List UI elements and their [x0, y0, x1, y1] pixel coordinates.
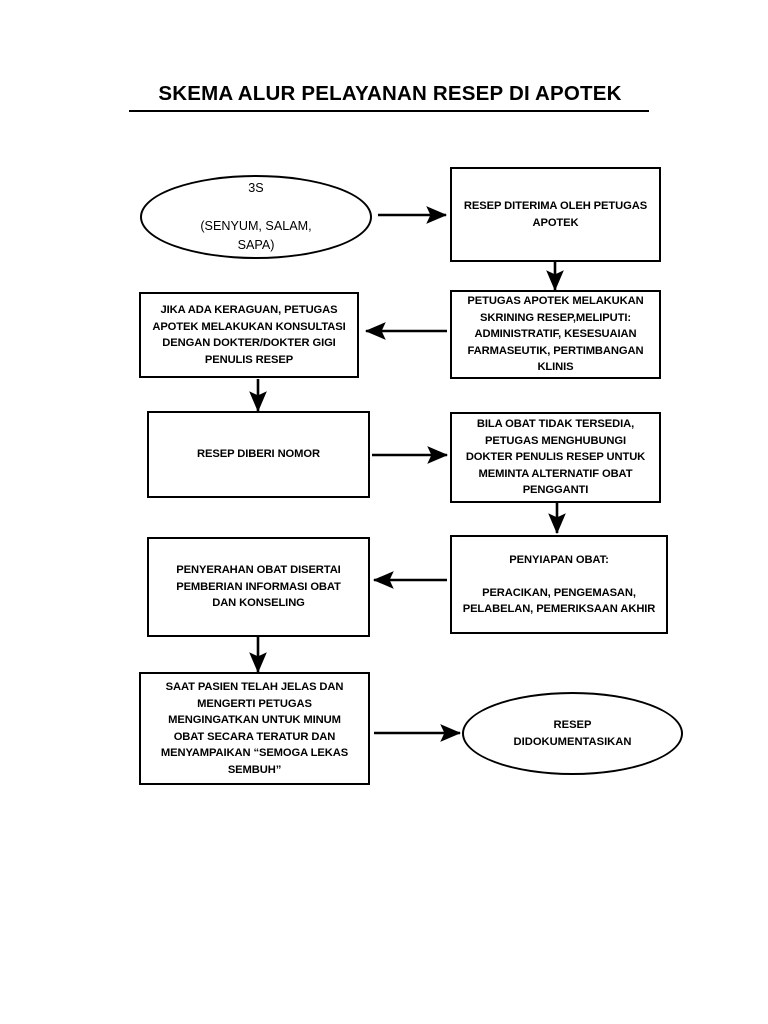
node-label: 3S (SENYUM, SALAM, SAPA): [200, 181, 312, 252]
node-label: SAAT PASIEN TELAH JELAS DAN MENGERTI PET…: [160, 681, 349, 776]
node-label: PETUGAS APOTEK MELAKUKAN SKRINING RESEP,…: [467, 295, 644, 374]
node-drug-unavailable-contact-doctor[interactable]: BILA OBAT TIDAK TERSEDIA, PETUGAS MENGHU…: [450, 412, 661, 503]
node-label: RESEP DIDOKUMENTASIKAN: [513, 718, 632, 748]
node-screening[interactable]: PETUGAS APOTEK MELAKUKAN SKRINING RESEP,…: [450, 290, 661, 379]
node-label: RESEP DIBERI NOMOR: [197, 448, 320, 461]
node-patient-reminder-get-well[interactable]: SAAT PASIEN TELAH JELAS DAN MENGERTI PET…: [139, 672, 370, 785]
node-label: BILA OBAT TIDAK TERSEDIA, PETUGAS MENGHU…: [465, 418, 646, 497]
node-consultation-if-doubt[interactable]: JIKA ADA KERAGUAN, PETUGAS APOTEK MELAKU…: [139, 292, 359, 378]
node-label: PENYIAPAN OBAT: PERACIKAN, PENGEMASAN, P…: [462, 553, 656, 616]
node-greeting-3s[interactable]: 3S (SENYUM, SALAM, SAPA): [140, 175, 372, 259]
page-title: SKEMA ALUR PELAYANAN RESEP DI APOTEK: [158, 82, 622, 105]
node-label: PENYERAHAN OBAT DISERTAI PEMBERIAN INFOR…: [176, 564, 341, 610]
title-underline: [129, 110, 649, 112]
node-drug-preparation[interactable]: PENYIAPAN OBAT: PERACIKAN, PENGEMASAN, P…: [450, 535, 668, 634]
node-label: JIKA ADA KERAGUAN, PETUGAS APOTEK MELAKU…: [152, 304, 346, 366]
node-prescription-received[interactable]: RESEP DITERIMA OLEH PETUGAS APOTEK: [450, 167, 661, 262]
node-prescription-numbered[interactable]: RESEP DIBERI NOMOR: [147, 411, 370, 498]
node-drug-handover-counseling[interactable]: PENYERAHAN OBAT DISERTAI PEMBERIAN INFOR…: [147, 537, 370, 637]
node-prescription-documented[interactable]: RESEP DIDOKUMENTASIKAN: [462, 692, 683, 775]
node-label: RESEP DITERIMA OLEH PETUGAS APOTEK: [463, 200, 648, 229]
